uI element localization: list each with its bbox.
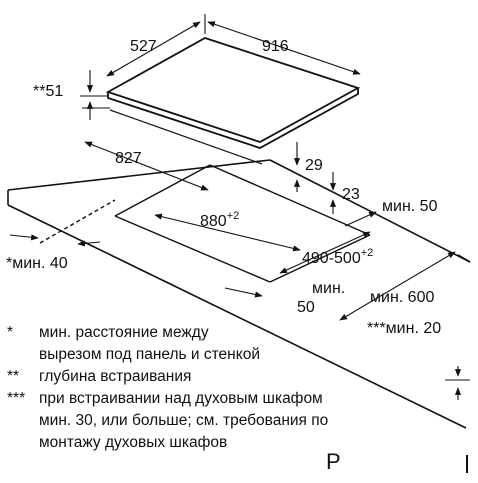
label-29: 29 xyxy=(305,157,323,174)
label-23: 23 xyxy=(342,186,360,203)
footnote-1-line-2: вырезом под панель и стенкой xyxy=(39,346,260,363)
footnote-2-line-1: **глубина встраивания xyxy=(7,366,477,388)
footnote-mark: ** xyxy=(7,368,20,385)
footnote-3-line-2: мин. 30, или больше; см. требования по xyxy=(39,412,329,429)
corner-tick xyxy=(466,455,468,473)
label-min-50-right: мин. 50 xyxy=(382,198,438,215)
label-51: **51 xyxy=(33,83,63,100)
label-827: 827 xyxy=(115,150,142,167)
label-490-500: 490-500+2 xyxy=(302,247,373,267)
footnote-mark: * xyxy=(7,324,14,341)
hob xyxy=(105,37,361,165)
label-916: 916 xyxy=(262,38,289,55)
label-min-20: ***мин. 20 xyxy=(367,320,441,337)
label-880: 880+2 xyxy=(200,210,239,230)
footnote-1-line-1: *мин. расстояние между xyxy=(7,322,477,344)
label-min-50-bottom-a: мин. xyxy=(312,280,345,297)
footnotes: *мин. расстояние между вырезом под панел… xyxy=(7,322,477,454)
footer-mark: P xyxy=(326,449,341,474)
footnote-3-line-1: ***при встраивании над духовым шкафом xyxy=(7,388,477,410)
footnote-mark: *** xyxy=(7,390,26,407)
label-min-50-bottom-b: 50 xyxy=(297,299,315,316)
dimension-lines xyxy=(9,14,470,400)
footnote-3-line-3: монтажу духовых шкафов xyxy=(39,434,228,451)
label-527: 527 xyxy=(130,38,157,55)
label-min-600: мин. 600 xyxy=(370,289,434,306)
label-min-40: *мин. 40 xyxy=(6,255,68,272)
